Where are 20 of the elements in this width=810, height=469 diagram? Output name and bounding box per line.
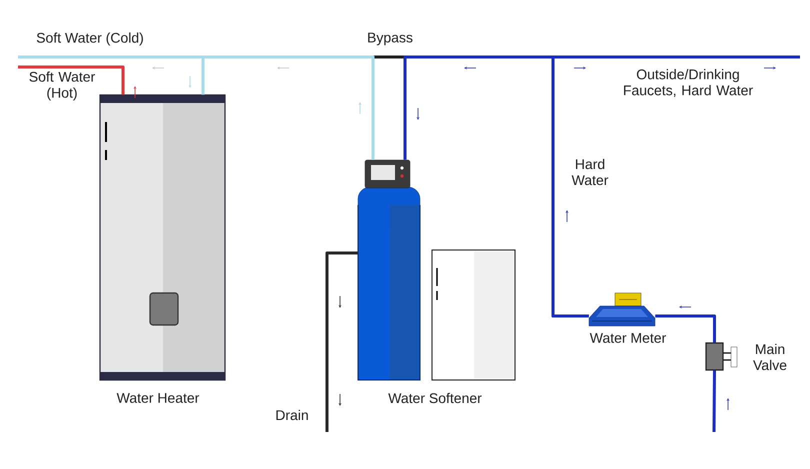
pipe bbox=[655, 314, 716, 343]
device-label: Main Valve bbox=[753, 344, 786, 370]
pipe-label: Hard Water bbox=[572, 158, 608, 186]
water-softener-drawing bbox=[358, 160, 516, 380]
pipe bbox=[552, 56, 800, 318]
pipe bbox=[18, 56, 374, 160]
device-label: Water Heater bbox=[116, 393, 200, 403]
pipe-label: Soft Water (Cold) bbox=[36, 32, 143, 46]
pipe-label: Drain bbox=[276, 410, 308, 420]
device-label: Water Meter bbox=[590, 333, 666, 343]
pipe-label: Bypass bbox=[368, 32, 412, 46]
pipe bbox=[712, 370, 716, 432]
water-meter-drawing bbox=[588, 292, 656, 326]
pipe-label: Soft Water (Hot) bbox=[29, 71, 95, 101]
pipe-label: Outside/Drinking Faucets, Hard Water bbox=[624, 69, 753, 97]
pipe bbox=[326, 252, 358, 432]
main-valve-drawing bbox=[705, 342, 738, 371]
water-heater-drawing bbox=[99, 94, 226, 381]
pipe bbox=[18, 66, 124, 95]
device-label: Water Softener bbox=[388, 392, 482, 404]
